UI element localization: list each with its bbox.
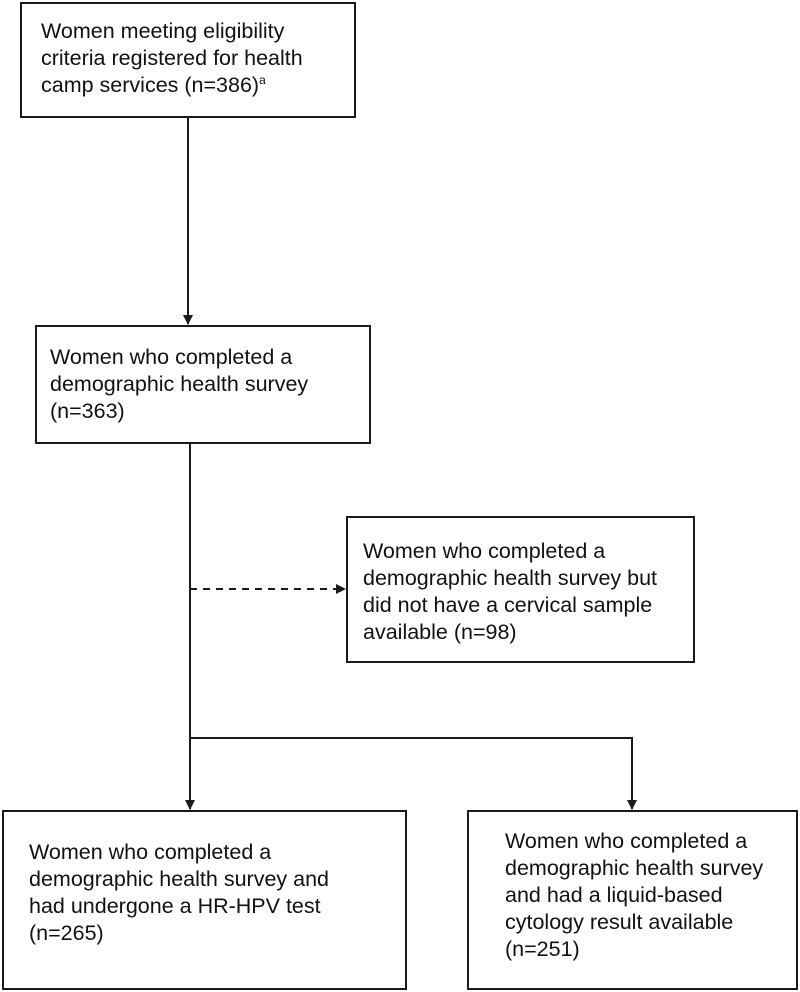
node-no-sample-line-4: available (n=98)	[363, 620, 517, 644]
node-no-sample-line-2: demographic health survey but	[363, 566, 658, 590]
node-no-sample-line-1: Women who completed a	[363, 539, 606, 563]
node-registered-line-2: criteria registered for health	[41, 46, 303, 70]
node-hpv-line-1: Women who completed a	[29, 840, 272, 864]
node-no-sample: Women who completed a demographic health…	[346, 516, 695, 663]
node-hpv-line-2: demographic health survey and	[29, 867, 329, 891]
node-hpv: Women who completed a demographic health…	[2, 810, 407, 990]
node-survey-line-2: demographic health survey	[50, 372, 309, 396]
node-cytology: Women who completed a demographic health…	[467, 810, 798, 990]
footnote-marker: a	[259, 72, 266, 87]
node-registered-line-3-text: camp services (n=386)	[41, 73, 260, 97]
node-cytology-line-2: demographic health survey	[505, 856, 764, 880]
node-hpv-line-4: (n=265)	[29, 921, 104, 945]
edge-survey-to-cytology	[190, 737, 637, 810]
node-registered: Women meeting eligibility criteria regis…	[20, 2, 356, 118]
node-registered-line-3: camp services (n=386)a	[41, 72, 338, 99]
node-no-sample-line-3: did not have a cervical sample	[363, 593, 653, 617]
node-survey-line-1: Women who completed a	[50, 345, 293, 369]
node-cytology-line-3: and had a liquid-based	[505, 883, 723, 907]
node-hpv-line-3: had undergone a HR-HPV test	[29, 894, 321, 918]
node-cytology-line-1: Women who completed a	[505, 829, 748, 853]
node-cytology-line-4: cytology result available	[505, 910, 734, 934]
node-survey-line-3: (n=363)	[50, 399, 125, 423]
node-cytology-line-5: (n=251)	[505, 937, 580, 961]
node-registered-line-1: Women meeting eligibility	[41, 19, 285, 43]
node-survey: Women who completed a demographic health…	[35, 325, 371, 444]
